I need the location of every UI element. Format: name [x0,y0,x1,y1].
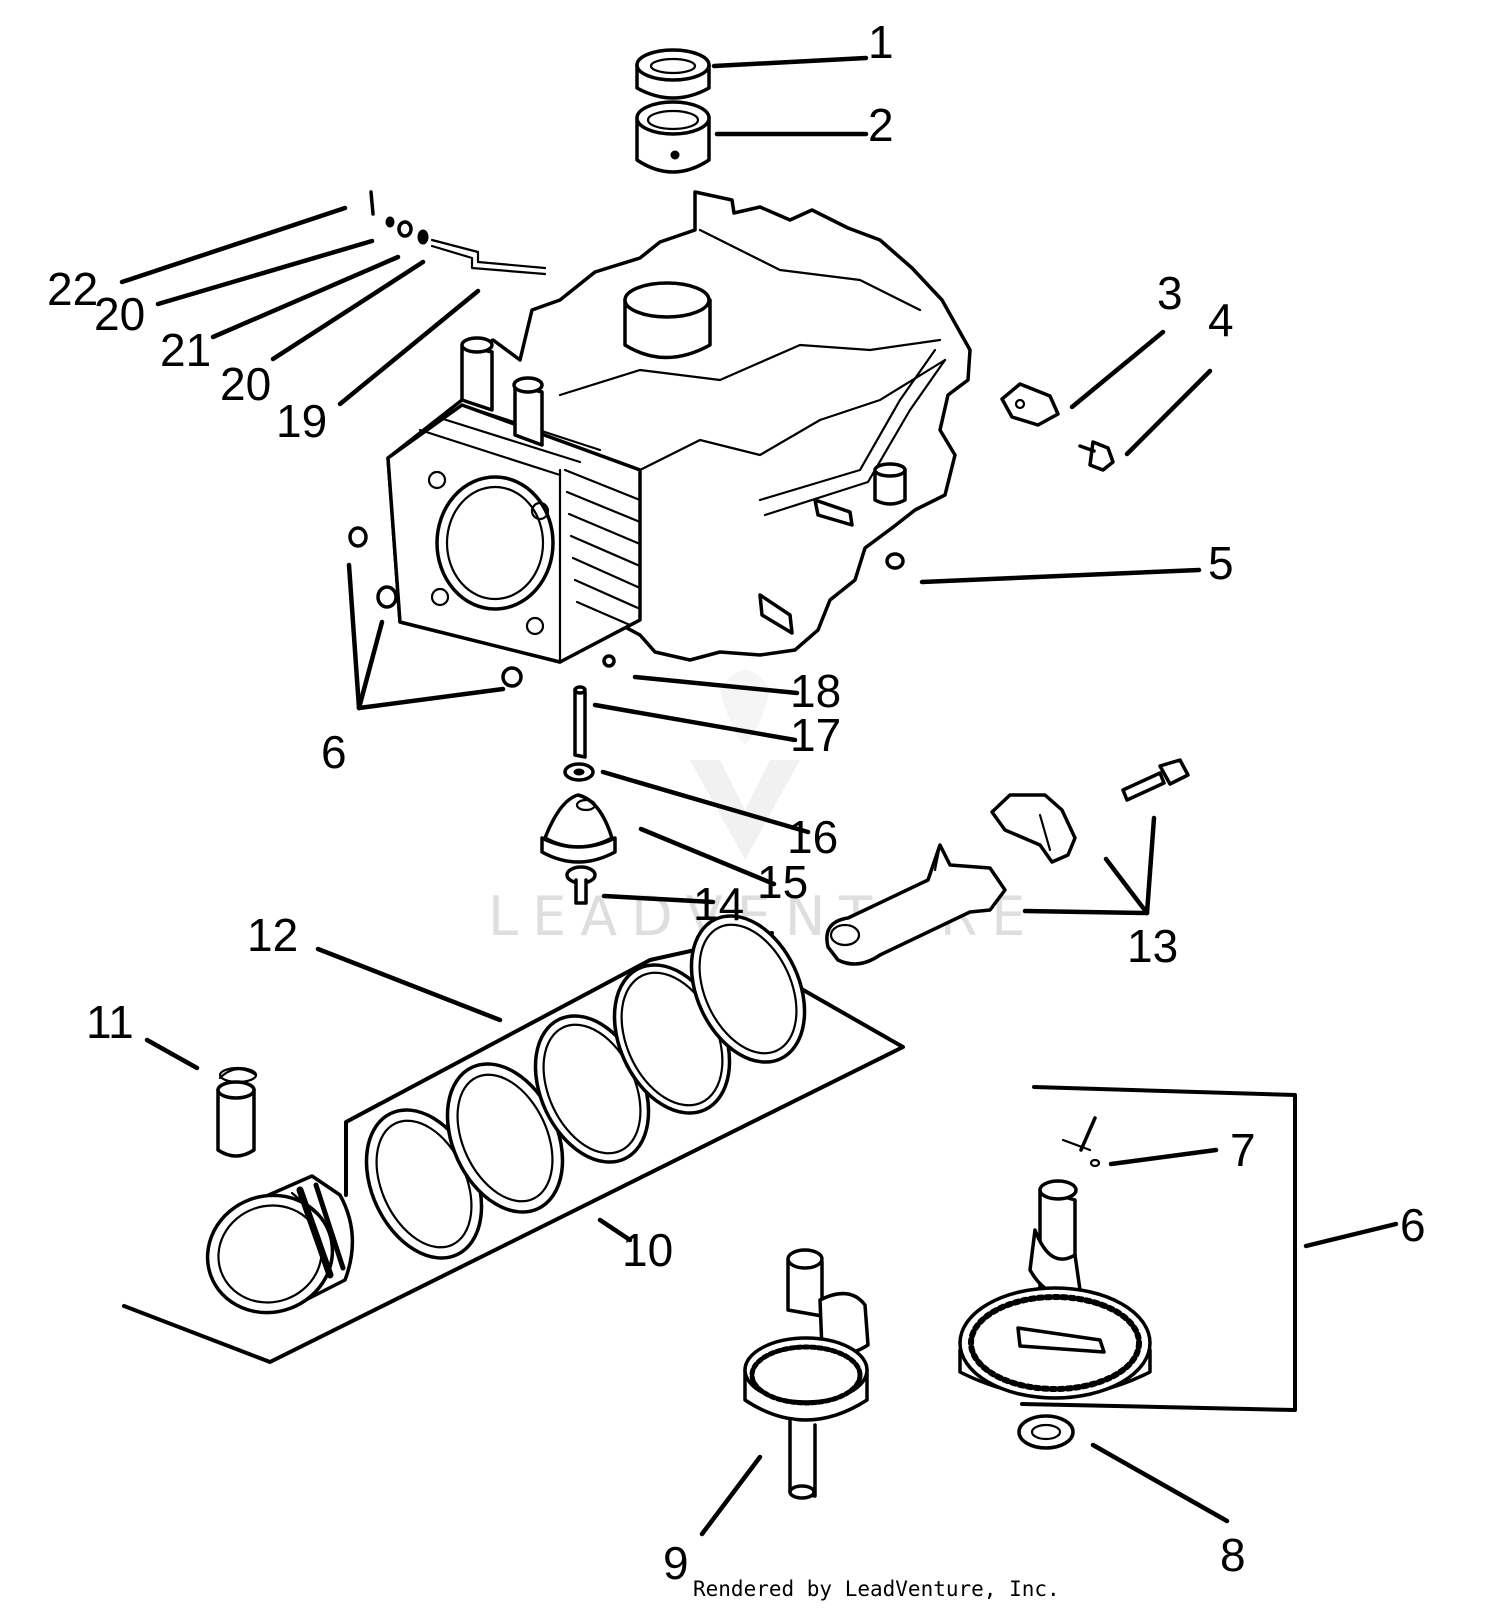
callout-12: 12 [247,909,298,961]
leader-3 [1069,329,1166,410]
leader-lines [119,55,1399,1537]
part-9-crankshaft [743,1248,870,1500]
leader-14 [601,893,716,905]
callout-22: 22 [47,263,98,315]
part-13-rod-cap [990,793,1077,864]
leader-6a-2 [356,619,385,711]
part-6-dowel-a [348,526,368,548]
camshaft [958,1179,1152,1400]
render-credit: Rendered by LeadVenture, Inc. [693,1577,1060,1601]
leader-12 [315,946,503,1023]
leader-20a [155,238,375,307]
callout-10: 10 [622,1224,673,1276]
callout-6b: 6 [1400,1199,1426,1251]
part-16-washer [563,762,595,782]
part-8-thrust-washer [1017,1414,1075,1450]
leader-15 [638,826,777,887]
callout-4: 4 [1208,294,1234,346]
leader-7 [1108,1147,1219,1167]
part-13-connecting-rod [825,843,1007,966]
callout-15: 15 [757,856,808,908]
leader-9 [699,1454,763,1537]
part-18-ball [602,654,616,668]
leader-8 [1090,1442,1230,1524]
part-2-bushing [635,100,711,174]
part-1-bearing-ring [635,48,711,100]
part-22-pin [369,190,375,216]
part-7-pin [1061,1116,1101,1168]
leader-13-1 [1022,908,1150,916]
callout-18: 18 [790,665,841,717]
callout-16: 16 [787,811,838,863]
leader-16 [600,769,811,835]
leader-21 [210,254,401,340]
callout-19: 19 [276,395,327,447]
part-20-washer-b [417,229,429,245]
part-11-piston-pin [216,1066,258,1158]
leader-13-3 [1144,815,1157,916]
callout-5: 5 [1208,537,1234,589]
leader-22 [119,205,348,285]
callout-20a: 20 [94,288,145,340]
leader-18 [632,674,800,696]
leader-6b [1303,1221,1399,1249]
part-13-rod-bolt [1121,758,1190,802]
leader-17 [592,702,798,743]
part-6-dowel-b [376,585,398,609]
callout-2: 2 [868,99,894,151]
callout-labels: 1 2 3 4 5 6 6 7 8 9 10 11 12 13 14 15 16… [47,16,1426,1589]
callout-20b: 20 [220,358,271,410]
cylinder-block [386,190,972,664]
part-20-washer-a [385,216,395,228]
part-5-plug [885,552,905,570]
part-14-screw [565,865,597,905]
watermark-logo [690,670,800,860]
leader-19 [337,288,481,407]
callout-17: 17 [790,709,841,761]
part-4-screw [1078,440,1115,472]
part-17-shaft [573,685,587,759]
part-piston [205,1174,355,1315]
leader-5 [919,567,1202,585]
leader-10 [597,1217,633,1243]
leader-1 [711,55,869,69]
part-12-piston-ring-set [364,914,807,1260]
callout-11: 11 [86,996,134,1048]
callout-7: 7 [1230,1124,1256,1176]
leader-13-2 [1103,856,1150,916]
callout-9: 9 [663,1537,689,1589]
part-3-bracket [1000,382,1060,427]
callout-21: 21 [160,324,211,376]
part-6-dowel-c [501,666,523,688]
callout-13: 13 [1127,920,1178,972]
callout-6a: 6 [321,726,347,778]
part-6-camshaft-kit-outline [1020,1085,1297,1412]
part-21-seal [397,220,413,238]
callout-1: 1 [868,16,894,68]
callout-8: 8 [1220,1529,1246,1581]
leader-4 [1124,368,1213,457]
leader-20b [270,259,426,362]
part-19-governor-rod [430,238,547,276]
callout-14: 14 [693,878,744,930]
callout-3: 3 [1157,267,1183,319]
leader-6a-3 [356,686,506,711]
leader-6a-1 [346,562,362,711]
leader-11 [144,1037,200,1071]
part-15-gear [540,793,617,864]
